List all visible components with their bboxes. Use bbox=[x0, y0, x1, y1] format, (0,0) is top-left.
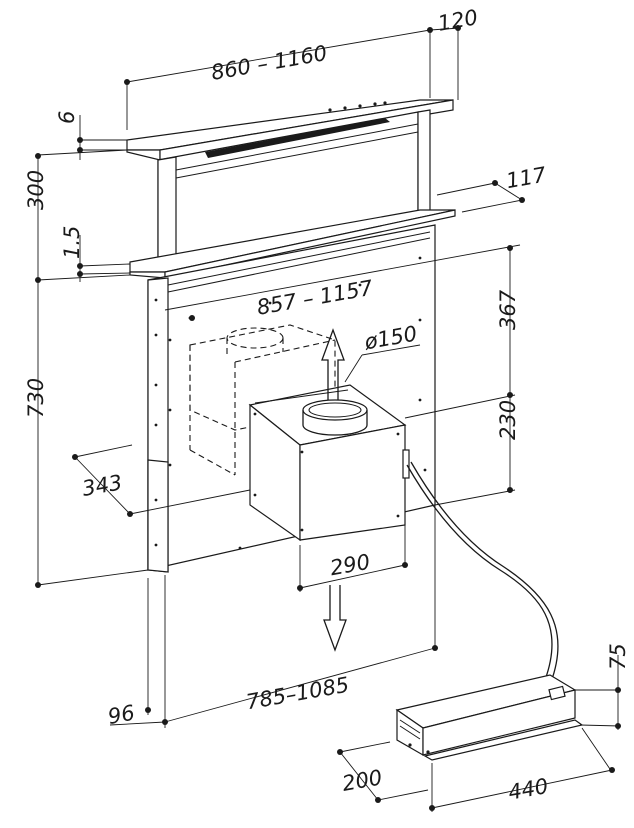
label-total-height: 730 bbox=[24, 378, 48, 418]
alternative-motor-position-dashed bbox=[189, 324, 336, 476]
label-box-depth: 200 bbox=[340, 765, 384, 796]
motor-block bbox=[248, 384, 410, 542]
worktop-frame bbox=[129, 209, 456, 279]
airflow-arrow-up bbox=[321, 328, 345, 400]
label-motor-offset: 343 bbox=[80, 470, 124, 501]
label-depth-top: 120 bbox=[436, 5, 480, 36]
control-box bbox=[395, 674, 584, 761]
label-cabinet-width-range: 785–1085 bbox=[244, 673, 351, 715]
airflow-arrow-down bbox=[323, 585, 347, 652]
label-thickness-top: 6 bbox=[55, 111, 79, 124]
label-motor-height: 230 bbox=[496, 400, 520, 440]
hood-top-cap bbox=[126, 99, 454, 161]
label-motor-width: 290 bbox=[328, 550, 372, 581]
dimension-lines bbox=[35, 25, 621, 812]
label-box-width: 440 bbox=[506, 774, 550, 805]
label-width-range: 860 – 1160 bbox=[209, 41, 329, 85]
label-upper-height: 367 bbox=[496, 289, 520, 330]
power-cable bbox=[406, 461, 559, 683]
label-side-depth: 117 bbox=[504, 163, 548, 194]
label-thickness-frame: 1.5 bbox=[60, 226, 84, 259]
label-bottom-offset: 96 bbox=[106, 701, 136, 729]
label-box-height: 75 bbox=[606, 643, 630, 670]
label-lift-height: 300 bbox=[24, 170, 48, 210]
